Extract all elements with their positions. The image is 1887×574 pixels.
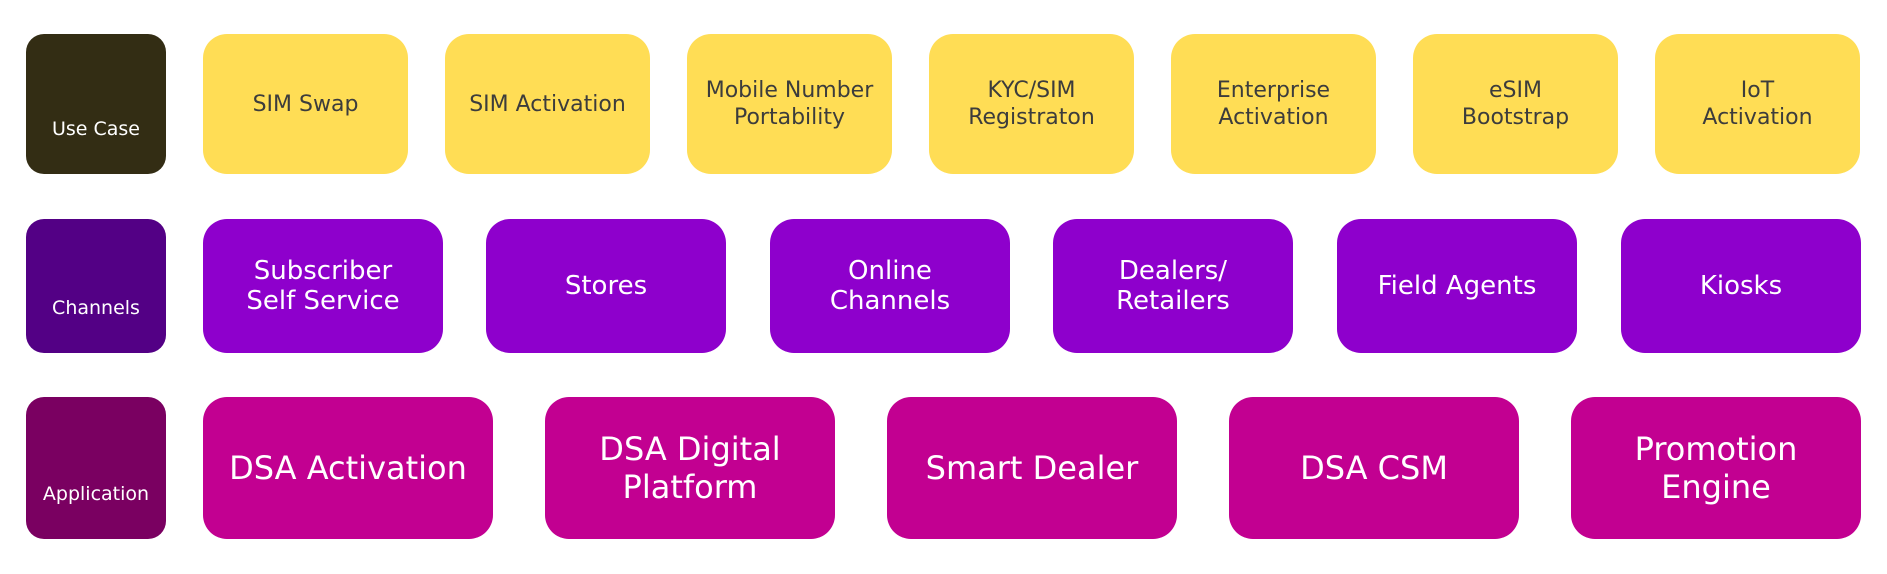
use-case-tile-esim-bootstrap: eSIM Bootstrap (1413, 34, 1618, 174)
application-tile-smart-dealer: Smart Dealer (887, 397, 1177, 539)
use-case-label: Use Case (26, 34, 166, 174)
channel-tile-field-agents: Field Agents (1337, 219, 1577, 353)
use-case-tile-mobile-number-portability: Mobile Number Portability (687, 34, 892, 174)
channel-tile-stores: Stores (486, 219, 726, 353)
application-row: Application DSA Activation DSA Digital P… (0, 397, 1887, 539)
use-case-tile-kyc-sim-registration: KYC/SIM Registraton (929, 34, 1134, 174)
channel-tile-online-channels: Online Channels (770, 219, 1010, 353)
channel-tile-kiosks: Kiosks (1621, 219, 1861, 353)
application-tile-promotion-engine: Promotion Engine (1571, 397, 1861, 539)
use-case-tile-enterprise-activation: Enterprise Activation (1171, 34, 1376, 174)
application-tile-dsa-activation: DSA Activation (203, 397, 493, 539)
channel-tile-dealers-retailers: Dealers/ Retailers (1053, 219, 1293, 353)
application-tile-dsa-digital-platform: DSA Digital Platform (545, 397, 835, 539)
use-case-tile-sim-swap: SIM Swap (203, 34, 408, 174)
channels-label: Channels (26, 219, 166, 353)
channel-tile-subscriber-self-service: Subscriber Self Service (203, 219, 443, 353)
channels-row: Channels Subscriber Self Service Stores … (0, 219, 1887, 353)
use-case-tile-sim-activation: SIM Activation (445, 34, 650, 174)
use-case-row: Use Case SIM Swap SIM Activation Mobile … (0, 34, 1887, 174)
application-label: Application (26, 397, 166, 539)
application-tile-dsa-csm: DSA CSM (1229, 397, 1519, 539)
use-case-tile-iot-activation: IoT Activation (1655, 34, 1860, 174)
